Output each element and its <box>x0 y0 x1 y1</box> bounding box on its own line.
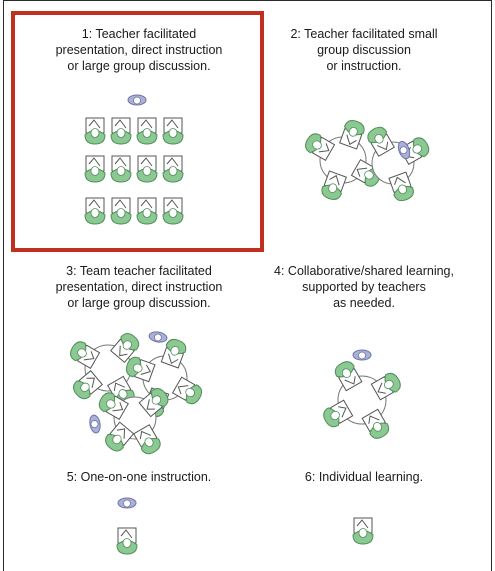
panel-4-line-3: as needed. <box>333 296 395 310</box>
student-at-desk-icon <box>361 408 390 439</box>
teacher-icon <box>148 331 168 343</box>
panel-1-line-2: presentation, direct instruction <box>55 43 223 57</box>
selected-panel-highlight <box>11 11 264 252</box>
teacher-icon <box>117 497 137 509</box>
panel-6-caption: 6: Individual learning. <box>256 469 472 485</box>
student-at-desk-icon <box>321 170 347 200</box>
student-at-desk-icon <box>72 370 103 400</box>
student-at-desk-icon <box>110 155 132 183</box>
student-at-desk-icon <box>84 155 106 183</box>
student-at-desk-icon <box>171 376 203 405</box>
panel-3-line-1: 3: Team teacher facilitated <box>66 264 212 278</box>
student-at-desk-icon <box>162 117 184 145</box>
student-at-desk-icon <box>399 137 430 165</box>
panel-2-line-1: 2: Teacher facilitated small <box>290 27 438 41</box>
student-at-desk-icon <box>138 388 169 418</box>
student-at-desk-icon <box>84 117 106 145</box>
student-at-desk-icon <box>160 338 187 369</box>
panel-4-line-1: 4: Collaborative/shared learning, <box>274 264 454 278</box>
student-at-desk-icon <box>125 356 156 383</box>
student-at-desk-icon <box>305 133 336 161</box>
student-at-desk-icon <box>110 332 140 363</box>
panel-1-caption: 1: Teacher facilitated presentation, dir… <box>14 26 264 74</box>
student-at-desk-icon <box>105 421 135 452</box>
student-at-desk-icon <box>133 424 161 455</box>
student-at-desk-icon <box>334 361 363 392</box>
student-at-desk-icon <box>110 197 132 225</box>
student-at-desk-icon <box>136 117 158 145</box>
teacher-icon <box>89 414 101 434</box>
student-at-desk-icon <box>136 197 158 225</box>
panel-3-line-3: or large group discussion. <box>67 296 211 310</box>
teacher-icon <box>397 140 411 160</box>
panel-2-line-3: or instruction. <box>326 59 402 73</box>
student-at-desk-icon <box>136 155 158 183</box>
window-frame <box>3 0 492 571</box>
student-at-desk-icon <box>339 120 365 150</box>
student-at-desk-icon <box>70 341 101 369</box>
student-at-desk-icon <box>352 517 374 545</box>
panel-4-caption: 4: Collaborative/shared learning, suppor… <box>256 263 472 311</box>
panel-2-caption: 2: Teacher facilitated small group discu… <box>256 26 472 74</box>
panel-5-line-1: 5: One-on-one instruction. <box>66 470 212 484</box>
student-at-desk-icon <box>84 197 106 225</box>
student-at-desk-icon <box>110 117 132 145</box>
student-at-desk-icon <box>367 126 395 157</box>
panel-4-line-2: supported by teachers <box>302 280 426 294</box>
panel-1-line-3: or large group discussion. <box>67 59 211 73</box>
student-at-desk-icon <box>116 527 138 555</box>
student-at-desk-icon <box>388 171 414 202</box>
panel-3-line-2: presentation, direct instruction <box>55 280 223 294</box>
student-at-desk-icon <box>98 392 129 420</box>
panel-1-line-1: 1: Teacher facilitated <box>81 27 197 41</box>
student-at-desk-icon <box>162 197 184 225</box>
panel-3-caption: 3: Team teacher facilitated presentation… <box>14 263 264 311</box>
panel-2-line-2: group discussion <box>317 43 411 57</box>
panel-5-caption: 5: One-on-one instruction. <box>14 469 264 485</box>
teacher-icon <box>352 349 372 361</box>
student-at-desk-icon <box>162 155 184 183</box>
panel-6-line-1: 6: Individual learning. <box>304 470 424 484</box>
student-at-desk-icon <box>370 372 401 401</box>
student-at-desk-icon <box>323 399 354 428</box>
teacher-icon <box>127 94 147 106</box>
